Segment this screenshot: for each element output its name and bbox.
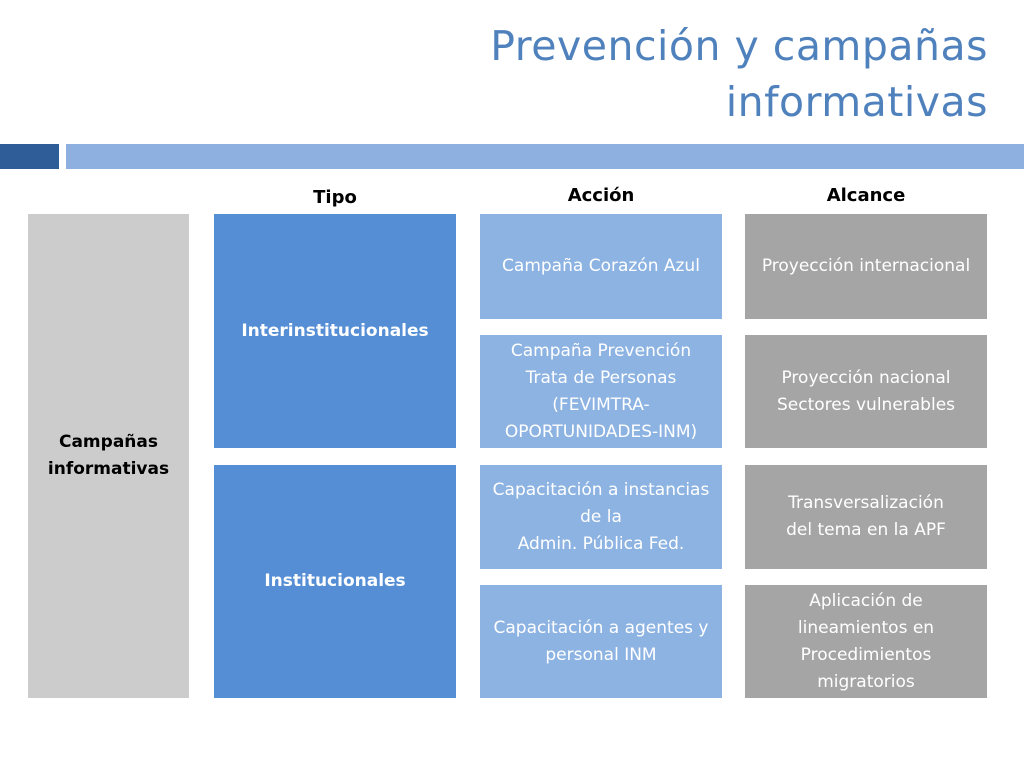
accion-label: Campaña Corazón Azul bbox=[502, 256, 700, 276]
alcance-label: Transversalización del tema en la APF bbox=[786, 493, 946, 540]
tipo-box-interinstitucionales: Interinstitucionales bbox=[214, 214, 456, 448]
alcance-label: Proyección internacional bbox=[761, 256, 971, 276]
tipo-label: Interinstitucionales bbox=[241, 320, 429, 341]
accion-box: Campaña Corazón Azul bbox=[480, 214, 722, 319]
alcance-box: Proyección nacional Sectores vulnerables bbox=[745, 335, 987, 448]
accion-box: Capacitación a agentes y personal INM bbox=[480, 585, 722, 698]
decorative-bar-light bbox=[66, 144, 1024, 169]
alcance-box: Transversalización del tema en la APF bbox=[745, 465, 987, 569]
slide-title: Prevención y campañas informativas bbox=[490, 22, 988, 126]
alcance-box: Aplicación de lineamientos en Procedimie… bbox=[745, 585, 987, 698]
column-header-alcance: Alcance bbox=[826, 185, 906, 206]
accion-box: Campaña Prevención Trata de Personas (FE… bbox=[480, 335, 722, 448]
accion-label: Campaña Prevención Trata de Personas (FE… bbox=[504, 340, 698, 442]
column-header-tipo: Tipo bbox=[313, 187, 357, 208]
tipo-box-institucionales: Institucionales bbox=[214, 465, 456, 698]
accion-label: Capacitación a agentes y personal INM bbox=[493, 617, 709, 665]
alcance-label: Proyección nacional Sectores vulnerables bbox=[776, 367, 956, 415]
column-header-accion: Acción bbox=[567, 185, 635, 206]
alcance-box: Proyección internacional bbox=[745, 214, 987, 319]
accion-label: Capacitación a instancias de la Admin. P… bbox=[492, 479, 710, 554]
decorative-bar-dark bbox=[0, 144, 59, 169]
tipo-label: Institucionales bbox=[264, 571, 406, 591]
accion-box: Capacitación a instancias de la Admin. P… bbox=[480, 465, 722, 569]
alcance-label: Aplicación de lineamientos en Procedimie… bbox=[797, 590, 935, 692]
category-box-campanas: Campañas informativas bbox=[28, 214, 189, 698]
category-label: Campañas informativas bbox=[47, 432, 170, 479]
